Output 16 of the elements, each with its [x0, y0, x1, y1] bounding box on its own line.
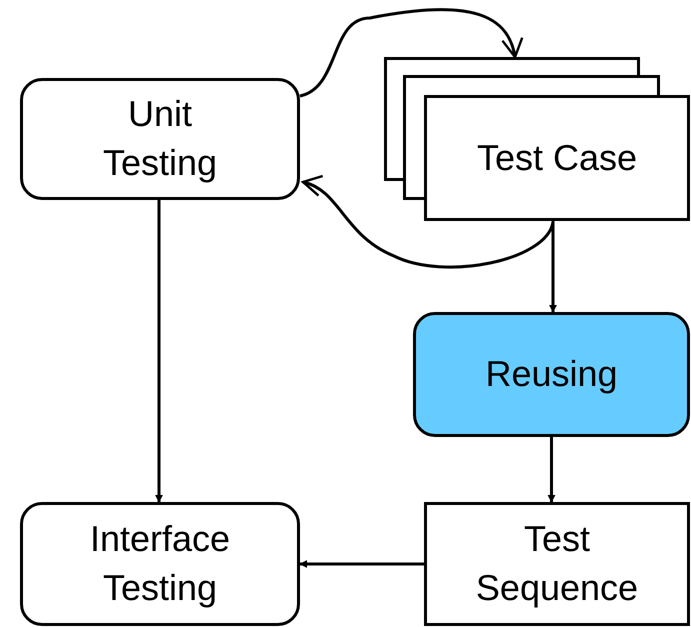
arrow: [548, 437, 556, 503]
node-label: Test Case: [476, 136, 638, 180]
stacked-document: [384, 57, 690, 221]
process-box: [413, 312, 690, 437]
arrow: [155, 200, 163, 503]
process-box: [20, 502, 300, 626]
arrow: [302, 176, 554, 268]
arrow: [549, 221, 557, 313]
arrow: [299, 560, 424, 568]
node-label: Test Sequence: [474, 517, 640, 610]
node-label: Reusing: [484, 352, 619, 396]
process-box: [20, 78, 300, 200]
arrow: [300, 8, 522, 98]
step-box: [424, 502, 690, 626]
node-label: Unit Testing: [102, 92, 218, 185]
node-label: Interface Testing: [88, 517, 232, 610]
